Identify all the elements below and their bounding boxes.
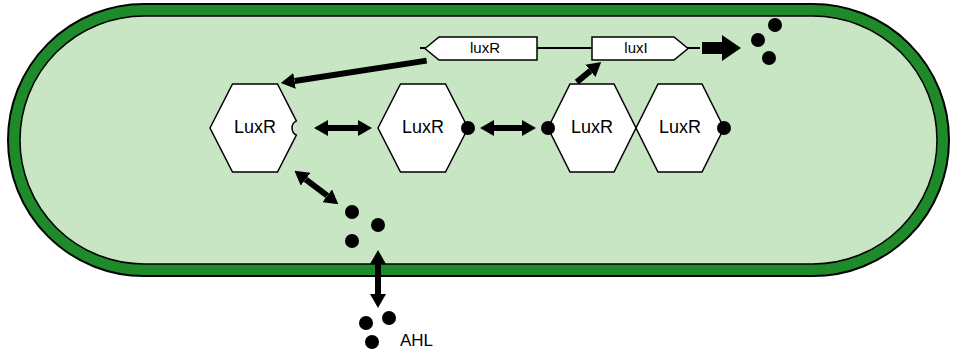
bound-ahl-dot <box>461 121 475 135</box>
reaction-arrow <box>295 61 427 81</box>
reaction-arrow <box>577 71 591 82</box>
protein-name: LuxR <box>234 118 276 138</box>
hexagon-shape <box>378 84 468 172</box>
cell-membrane <box>8 4 949 276</box>
ahl-dot <box>768 18 782 32</box>
ahl-dot <box>762 51 776 65</box>
ahl-dot <box>345 234 359 248</box>
gene-name: luxR <box>462 40 500 57</box>
hexagon-shape <box>548 84 636 172</box>
protein-name: LuxR <box>659 118 701 138</box>
reaction-arrow <box>328 125 358 131</box>
protein-name: LuxR <box>571 118 613 138</box>
protein-hexagon: LuxR <box>378 84 468 172</box>
gene-shape <box>425 37 537 60</box>
hexagon-shape <box>210 84 296 172</box>
bound-ahl-dot <box>717 121 731 135</box>
hexagon-shape <box>636 84 724 172</box>
gene-arrow: luxR <box>425 37 537 60</box>
protein-hexagon: LuxR <box>548 84 636 172</box>
protein-hexagon: LuxR <box>210 84 300 172</box>
ahl-dot <box>365 335 379 349</box>
gene-shape <box>592 37 688 60</box>
ahl-dot <box>751 33 765 47</box>
cytoplasm <box>20 16 937 264</box>
synthesis-arrow <box>702 35 741 61</box>
protein-name: LuxR <box>402 118 444 138</box>
reaction-arrow <box>494 125 522 131</box>
ahl-dot <box>382 311 396 325</box>
bound-ahl-dot <box>541 121 555 135</box>
ahl-dot <box>345 205 359 219</box>
diffusion-arrow <box>375 264 381 294</box>
ahl-dot <box>371 218 385 232</box>
gene-name: luxI <box>624 40 655 57</box>
binding-arrow <box>306 179 328 195</box>
molecule-label: AHL <box>400 331 433 351</box>
ahl-dot <box>359 316 373 330</box>
gene-arrow: luxI <box>592 37 688 60</box>
protein-hexagon: LuxR <box>636 84 724 172</box>
